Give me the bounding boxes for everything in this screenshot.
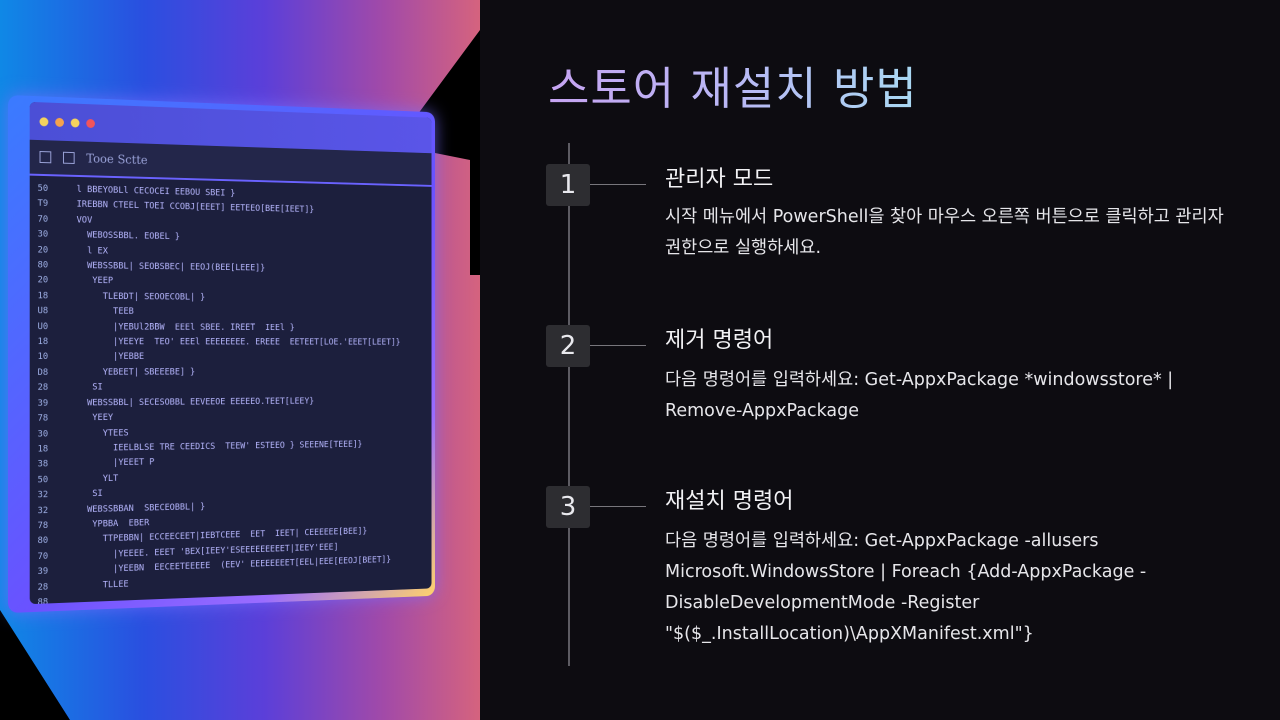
code-text: |YEBBE: [76, 352, 145, 363]
code-text: YEEY: [76, 413, 114, 424]
line-number: T9: [37, 199, 49, 210]
line-number: 30: [37, 429, 49, 440]
line-number: 80: [37, 260, 49, 271]
editor-tab-label: Tooe Sctte: [86, 151, 148, 168]
line-number: 50: [37, 474, 49, 486]
line-number: 39: [37, 398, 49, 409]
code-text: YLT: [76, 473, 119, 485]
step-number-badge: 1: [546, 164, 590, 206]
code-text: SI: [76, 382, 103, 393]
step-description: 시작 메뉴에서 PowerShell을 찾아 마우스 오른쪽 버튼으로 클릭하고…: [665, 207, 1224, 258]
step-number-badge: 3: [546, 486, 590, 528]
page-title: 스토어 재설치 방법: [548, 52, 918, 117]
code-text: VOV: [76, 215, 93, 226]
line-number: 39: [37, 566, 49, 578]
step-heading: 재설치 명령어: [665, 489, 794, 514]
step-connector: [590, 184, 646, 185]
traffic-light-icon: [86, 118, 95, 128]
step-description: 다음 명령어를 입력하세요: Get-AppxPackage -allusers…: [665, 531, 1147, 644]
line-number: 18: [37, 444, 49, 455]
folder-icon: [62, 151, 75, 164]
timeline-line: [568, 143, 570, 666]
line-number: 78: [37, 520, 49, 532]
code-text: |YEEET P: [76, 457, 155, 470]
line-number: 28: [37, 383, 49, 394]
line-number: 30: [37, 229, 49, 240]
code-text: TLEBDT| SEOOECOBL| }: [76, 291, 206, 303]
line-number: 50: [37, 183, 49, 195]
code-text: |YEBUl2BBW EEEl SBEE. IREET IEEl }: [76, 322, 295, 333]
step-description: 다음 명령어를 입력하세요: Get-AppxPackage *windowss…: [665, 370, 1174, 421]
step-connector: [590, 506, 646, 507]
square-icon: [39, 151, 52, 164]
line-number: 18: [37, 337, 49, 348]
code-text: YTEES: [76, 428, 129, 439]
code-text: l EX: [76, 245, 108, 257]
line-number: 32: [37, 505, 49, 516]
line-number: U8: [37, 306, 49, 317]
line-number: 20: [37, 245, 49, 256]
line-number: 70: [37, 214, 49, 225]
traffic-light-icon: [39, 116, 49, 126]
step-heading: 관리자 모드: [665, 167, 774, 192]
line-number: 78: [37, 413, 49, 424]
line-number: 38: [37, 459, 49, 470]
code-line: U0 |YEBUl2BBW EEEl SBEE. IREET IEEl }: [38, 320, 432, 337]
traffic-light-icon: [55, 117, 64, 127]
code-text: YEEP: [76, 276, 114, 287]
code-text: WEBOSSBBL. EOBEL }: [76, 230, 180, 243]
line-number: 70: [37, 551, 49, 562]
code-text: TLLEE: [76, 579, 129, 591]
step-heading: 제거 명령어: [665, 328, 774, 353]
line-number: 28: [37, 582, 49, 593]
code-text: YEBEET| SBEEEBE] }: [76, 367, 196, 378]
line-number: 80: [37, 536, 49, 547]
traffic-light-icon: [70, 117, 80, 128]
code-text: WEBSSBBL| SECESOBBL EEVEEOE EEEEEO.TEET[…: [76, 396, 315, 409]
code-text: TEEB: [76, 306, 134, 317]
step-number-badge: 2: [546, 325, 590, 367]
line-number: 18: [37, 291, 49, 302]
line-number: 20: [37, 275, 49, 286]
line-number: D8: [37, 367, 49, 378]
code-text: SI: [76, 489, 103, 500]
code-line: 18 |YEEYE TEO' EEEl EEEEEEEE. EREEE EETE…: [38, 335, 432, 351]
step-connector: [590, 345, 646, 346]
code-text: |YEEYE TEO' EEEl EEEEEEEE. EREEE EETEET[…: [76, 337, 401, 348]
line-number: 32: [37, 490, 49, 501]
content-panel: 스토어 재설치 방법 1 관리자 모드 시작 메뉴에서 PowerShell을 …: [480, 0, 1280, 720]
line-number: U0: [37, 321, 49, 332]
line-number: 10: [37, 352, 49, 363]
code-line: 10 |YEBBE: [38, 350, 432, 365]
